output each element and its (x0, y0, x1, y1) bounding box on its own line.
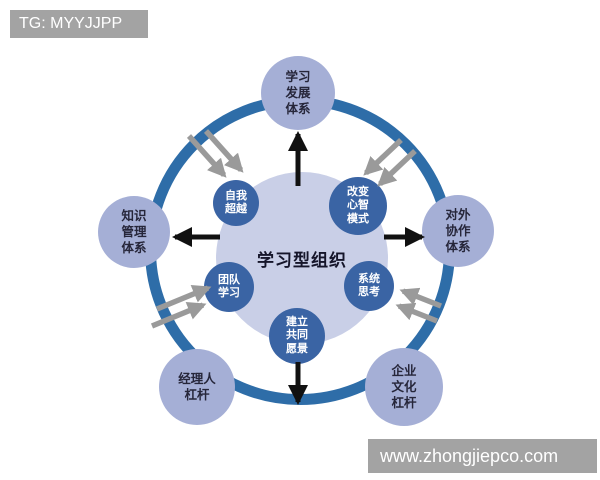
outer-node-label: 学习 发展 体系 (285, 69, 311, 117)
outer-node-corporate-culture-leverage: 企业 文化 杠杆 (365, 348, 443, 426)
outer-node-knowledge-management-system: 知识 管理 体系 (98, 196, 170, 268)
discipline-systems-thinking: 系统 思考 (344, 261, 394, 311)
watermark-tag: TG: MYYJJPP (10, 10, 148, 38)
discipline-label: 系统 思考 (358, 272, 380, 298)
discipline-label: 自我 超越 (225, 189, 247, 215)
discipline-label: 团队 学习 (218, 273, 240, 299)
discipline-team-learning: 团队 学习 (204, 262, 254, 312)
outer-node-label: 企业 文化 杠杆 (391, 363, 417, 411)
outer-node-learning-development-system: 学习 发展 体系 (261, 56, 335, 130)
watermark-website: www.zhongjiepco.com (368, 439, 597, 473)
outer-node-label: 经理人 杠杆 (178, 371, 216, 402)
outer-node-manager-leverage: 经理人 杠杆 (159, 349, 235, 425)
discipline-mental-models: 改变 心智 模式 (329, 177, 387, 235)
core-title: 学习型组织 (257, 250, 347, 270)
outer-node-label: 知识 管理 体系 (121, 208, 147, 256)
discipline-self-transcendence: 自我 超越 (213, 180, 259, 226)
outer-node-label: 对外 协作 体系 (445, 207, 471, 255)
discipline-label: 改变 心智 模式 (347, 186, 369, 225)
discipline-label: 建立 共同 愿景 (286, 316, 308, 355)
outer-node-external-collaboration-system: 对外 协作 体系 (422, 195, 494, 267)
discipline-shared-vision: 建立 共同 愿景 (269, 308, 325, 364)
